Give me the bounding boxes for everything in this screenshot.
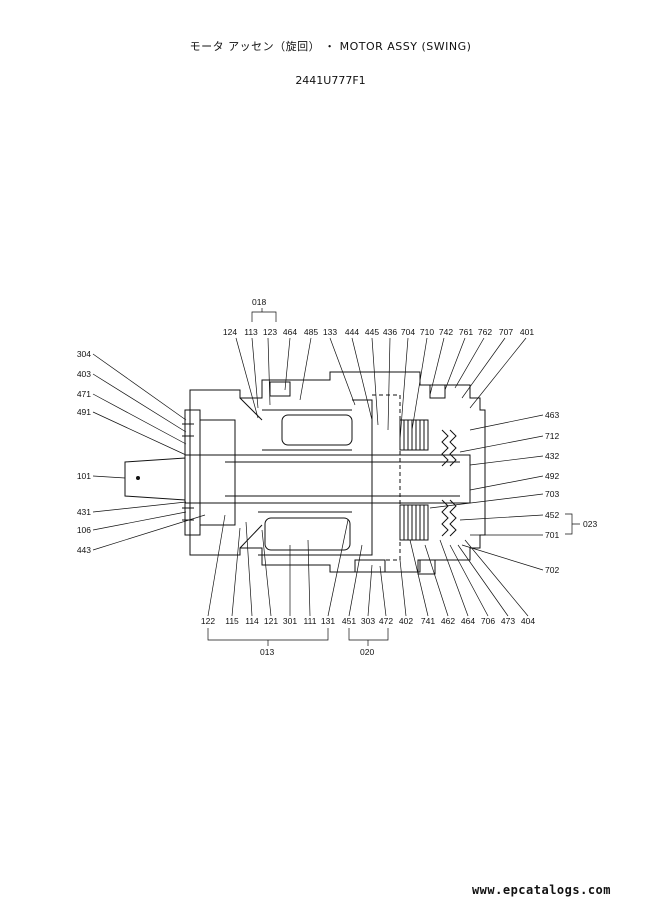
callout-label: 121 <box>264 616 278 626</box>
callout-label: 122 <box>201 616 215 626</box>
callout-label: 704 <box>401 327 415 337</box>
group-label-020: 020 <box>360 647 374 657</box>
callout-label: 436 <box>383 327 397 337</box>
callout-label: 451 <box>342 616 356 626</box>
callout-label: 706 <box>481 616 495 626</box>
callout-label: 463 <box>545 410 559 420</box>
front-flange <box>184 409 201 536</box>
assembly-part-number: 2441U777F1 <box>295 74 366 87</box>
callout-label: 761 <box>459 327 473 337</box>
brake-springs <box>441 429 457 537</box>
callout-label: 742 <box>439 327 453 337</box>
callout-label: 464 <box>461 616 475 626</box>
bracket-018 <box>251 308 277 322</box>
callout-label: 401 <box>520 327 534 337</box>
callout-label: 431 <box>77 507 91 517</box>
callout-label: 702 <box>545 565 559 575</box>
callout-label: 707 <box>499 327 513 337</box>
callout-label: 492 <box>545 471 559 481</box>
lower-piston <box>264 517 351 551</box>
callout-label: 124 <box>223 327 237 337</box>
callout-label: 762 <box>478 327 492 337</box>
callout-label: 701 <box>545 530 559 540</box>
callout-label: 471 <box>77 389 91 399</box>
callout-label: 111 <box>304 616 317 626</box>
callout-label: 101 <box>77 471 91 481</box>
callout-label: 123 <box>263 327 277 337</box>
callout-label: 712 <box>545 431 559 441</box>
callout-label: 432 <box>545 451 559 461</box>
callout-label: 491 <box>77 407 91 417</box>
callout-label: 301 <box>283 616 297 626</box>
shaft-end-marker <box>136 476 140 480</box>
callout-label: 113 <box>244 327 258 337</box>
upper-piston <box>281 414 353 446</box>
bracket-020 <box>348 628 389 646</box>
callout-label: 452 <box>545 510 559 520</box>
callout-label: 444 <box>345 327 359 337</box>
cylinder-block <box>352 399 373 556</box>
callout-label: 485 <box>304 327 318 337</box>
callout-label: 402 <box>399 616 413 626</box>
bracket-013 <box>207 628 329 646</box>
callout-label: 710 <box>420 327 434 337</box>
group-label-013: 013 <box>260 647 274 657</box>
watermark-url: www.epcatalogs.com <box>471 883 611 897</box>
callout-label: 133 <box>323 327 337 337</box>
brake-discs <box>399 419 429 541</box>
page-title: モータ アッセン（旋回） ・ MOTOR ASSY (SWING) <box>189 40 472 53</box>
callout-label: 404 <box>521 616 535 626</box>
group-label-018: 018 <box>252 297 266 307</box>
bracket-023 <box>565 513 580 535</box>
group-label-023: 023 <box>583 519 597 529</box>
callout-label: 114 <box>245 616 259 626</box>
callout-label: 741 <box>421 616 435 626</box>
callout-label: 443 <box>77 545 91 555</box>
callout-label: 472 <box>379 616 393 626</box>
callout-label: 464 <box>283 327 297 337</box>
output-shaft <box>124 457 186 501</box>
callout-label: 703 <box>545 489 559 499</box>
callout-label: 131 <box>321 616 335 626</box>
callout-label: 115 <box>225 616 239 626</box>
callout-label: 403 <box>77 369 91 379</box>
callout-label: 303 <box>361 616 375 626</box>
callout-label: 462 <box>441 616 455 626</box>
callout-label: 106 <box>77 525 91 535</box>
callout-label: 445 <box>365 327 379 337</box>
callout-label: 304 <box>77 349 91 359</box>
callout-label: 473 <box>501 616 515 626</box>
